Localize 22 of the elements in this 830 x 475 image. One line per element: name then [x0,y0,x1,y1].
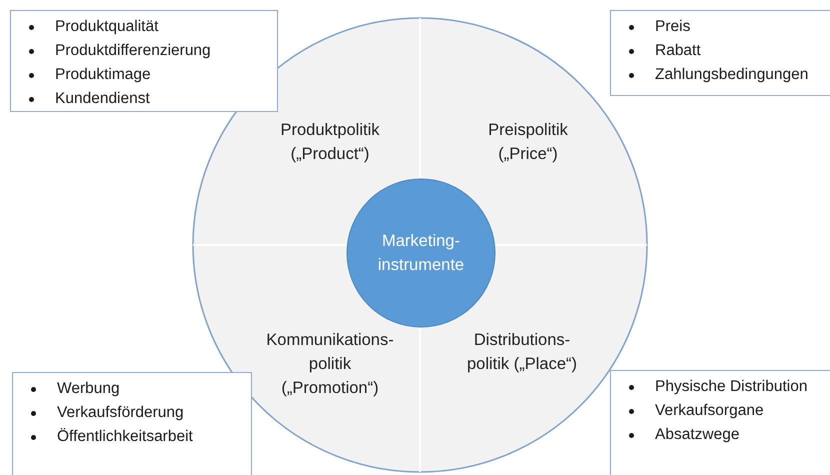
list-item: Absatzwege [655,423,827,447]
list-box [610,10,830,96]
list-item: Preis [655,15,827,39]
list-item: Zahlungsbedingungen [655,63,827,87]
list-item: Produktdifferenzierung [55,39,273,63]
list-item: Physische Distribution [655,375,827,399]
list-item: Verkaufsorgane [655,399,827,423]
list-item: Rabatt [655,39,827,63]
list-item: Werbung [57,377,247,401]
list-box [610,370,830,475]
quadrant-label: Distributions- politik („Place“) [466,330,578,375]
quadrant-label: Kommunikations- politik („Promotion“) [265,330,395,399]
quadrant-label: Produktpolitik („Product“) [279,120,381,165]
list-item: Verkaufsförderung [57,401,247,425]
list-item: Kundendienst [55,87,273,111]
list-item: Produktimage [55,63,273,87]
list-item: Öffentlichkeitsarbeit [57,425,247,449]
list-box [10,10,278,112]
list-box [12,372,252,475]
list-item: Produktqualität [55,15,273,39]
quadrant-label: Preispolitik („Price“) [487,120,569,165]
center-label: Marketing- instrumente [376,231,466,276]
